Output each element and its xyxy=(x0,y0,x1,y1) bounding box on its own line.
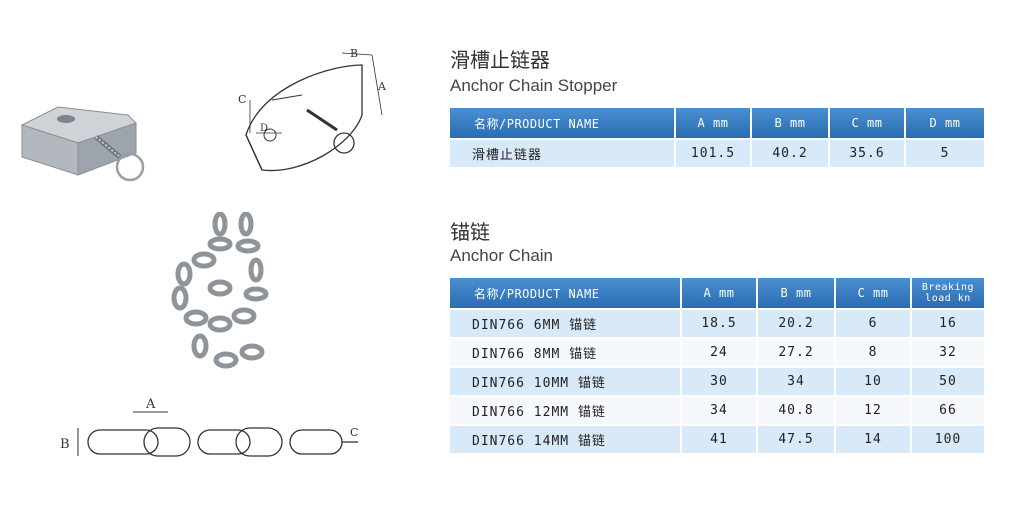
column-header: 名称/PRODUCT NAME xyxy=(450,108,674,138)
table-cell: 12 xyxy=(836,397,910,424)
product-name-cell: DIN766 10MM 锚链 xyxy=(450,368,680,395)
table-cell: 47.5 xyxy=(758,426,834,453)
stopper-label-d: D xyxy=(260,123,268,134)
stopper-spec-table: 名称/PRODUCT NAME A mm B mm C mm D mm 滑槽止链… xyxy=(448,106,986,169)
table-cell: 35.6 xyxy=(830,140,904,167)
table-row: DIN766 6MM 锚链 18.5 20.2 6 16 xyxy=(450,310,984,337)
chain-stopper-photo xyxy=(20,106,145,182)
table-cell: 34 xyxy=(758,368,834,395)
table-cell: 20.2 xyxy=(758,310,834,337)
column-header: A mm xyxy=(682,278,756,308)
chain-stopper-drawing: B A C D xyxy=(238,47,387,172)
column-header: D mm xyxy=(906,108,984,138)
table-cell: 101.5 xyxy=(676,140,750,167)
table-row: DIN766 12MM 锚链 34 40.8 12 66 xyxy=(450,397,984,424)
stopper-label-b: B xyxy=(350,47,358,60)
column-header: B mm xyxy=(758,278,834,308)
table-cell: 40.8 xyxy=(758,397,834,424)
product-name-cell: DIN766 14MM 锚链 xyxy=(450,426,680,453)
column-header: 名称/PRODUCT NAME xyxy=(450,278,680,308)
table-cell: 24 xyxy=(682,339,756,366)
table-cell: 27.2 xyxy=(758,339,834,366)
table-cell: 6 xyxy=(836,310,910,337)
table-cell: 100 xyxy=(912,426,984,453)
table-cell: 66 xyxy=(912,397,984,424)
stopper-label-a: A xyxy=(377,80,387,93)
table-cell: 14 xyxy=(836,426,910,453)
table-cell: 30 xyxy=(682,368,756,395)
table-cell: 40.2 xyxy=(752,140,828,167)
column-header: B mm xyxy=(752,108,828,138)
column-header: A mm xyxy=(676,108,750,138)
anchor-chain-photo xyxy=(171,212,269,369)
table-cell: 16 xyxy=(912,310,984,337)
table-cell: 18.5 xyxy=(682,310,756,337)
product-name-cell: DIN766 6MM 锚链 xyxy=(450,310,680,337)
chain-spec-table: 名称/PRODUCT NAME A mm B mm C mm Breaking … xyxy=(448,276,986,455)
table-header-row: 名称/PRODUCT NAME A mm B mm C mm D mm xyxy=(450,108,984,138)
chain-title-en: Anchor Chain xyxy=(450,246,554,265)
column-header: Breaking load kn xyxy=(912,278,984,308)
table-cell: 32 xyxy=(912,339,984,366)
table-cell: 50 xyxy=(912,368,984,395)
chain-label-a: A xyxy=(145,397,156,412)
stopper-title-cn: 滑槽止链器 xyxy=(450,48,550,72)
table-cell: 8 xyxy=(836,339,910,366)
stopper-label-c: C xyxy=(238,93,246,106)
table-row: DIN766 8MM 锚链 24 27.2 8 32 xyxy=(450,339,984,366)
chain-label-c: C xyxy=(350,426,358,439)
table-cell: 5 xyxy=(906,140,984,167)
chain-label-b: B xyxy=(60,437,70,452)
table-row: 滑槽止链器 101.5 40.2 35.6 5 xyxy=(450,140,984,167)
anchor-chain-drawing: B A C xyxy=(60,397,358,457)
table-row: DIN766 10MM 锚链 30 34 10 50 xyxy=(450,368,984,395)
stopper-title-en: Anchor Chain Stopper xyxy=(450,76,618,95)
table-cell: 10 xyxy=(836,368,910,395)
table-row: DIN766 14MM 锚链 41 47.5 14 100 xyxy=(450,426,984,453)
table-cell: 34 xyxy=(682,397,756,424)
column-header: C mm xyxy=(836,278,910,308)
product-name-cell: DIN766 8MM 锚链 xyxy=(450,339,680,366)
product-name-cell: 滑槽止链器 xyxy=(450,140,674,167)
product-name-cell: DIN766 12MM 锚链 xyxy=(450,397,680,424)
column-header: C mm xyxy=(830,108,904,138)
chain-title-cn: 锚链 xyxy=(450,220,490,244)
table-cell: 41 xyxy=(682,426,756,453)
table-header-row: 名称/PRODUCT NAME A mm B mm C mm Breaking … xyxy=(450,278,984,308)
